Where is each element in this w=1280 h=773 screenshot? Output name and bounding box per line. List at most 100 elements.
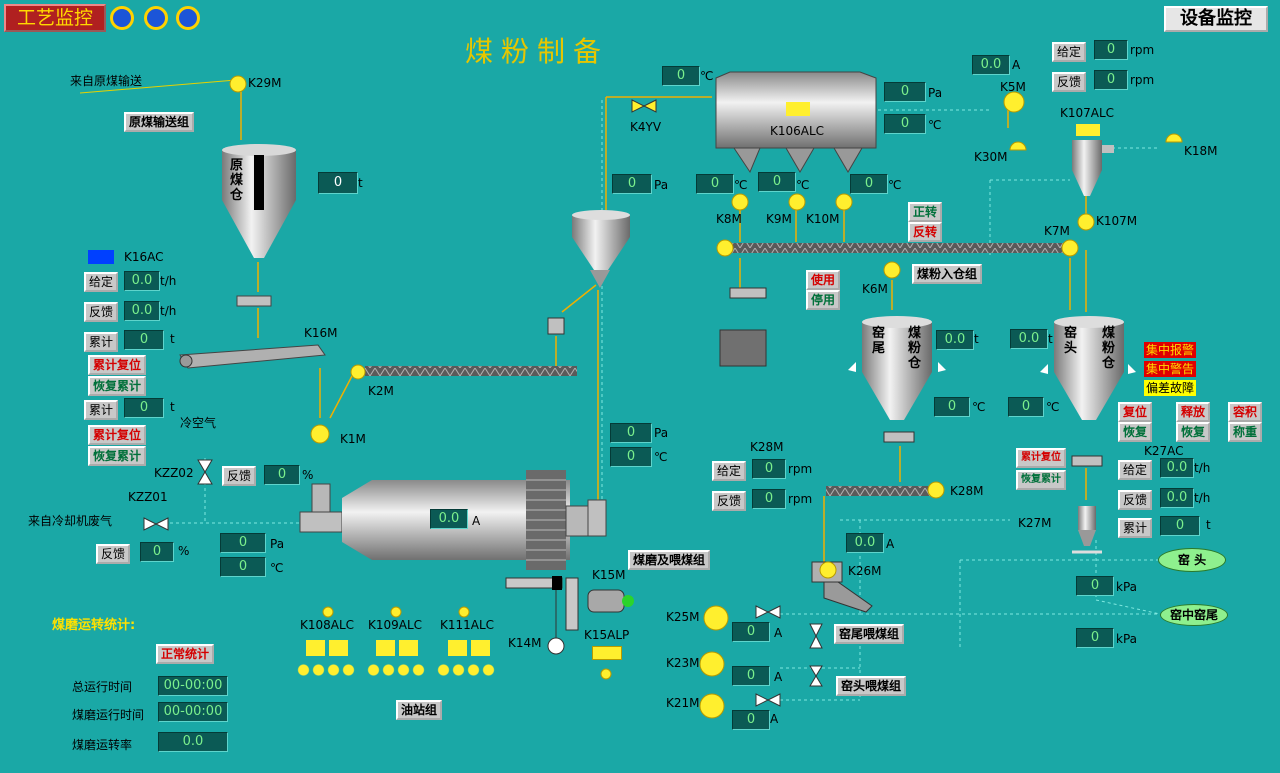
coal-to-bin-group-button[interactable]: 煤粉入仓组: [912, 264, 983, 284]
k18m-label: K18M: [1184, 144, 1218, 158]
hopper3-temp-unit: ℃: [888, 178, 902, 192]
mill-current-unit: A: [472, 514, 481, 528]
k16ac-label: K16AC: [124, 250, 164, 264]
deviation-fault-indicator: 偏差故障: [1144, 380, 1197, 396]
k15m-label: K15M: [592, 568, 626, 582]
k28-fb-value: 0: [752, 489, 786, 509]
forward-button[interactable]: 正转: [908, 202, 943, 222]
k23-current-value: 0: [732, 666, 770, 686]
volume-button[interactable]: 容积: [1228, 402, 1263, 422]
k5-current-value: 0.0: [972, 55, 1010, 75]
k1m-label: K1M: [340, 432, 366, 446]
k2m-label: K2M: [368, 384, 394, 398]
k27m-label: K27M: [1018, 516, 1052, 530]
k28m-label-top: K28M: [750, 440, 784, 454]
head-reset-button[interactable]: 复位: [1118, 402, 1153, 422]
k107-fb-value: 0: [1094, 70, 1128, 90]
k16-cum-label-1: 累计: [84, 332, 119, 352]
stop-use-button[interactable]: 停用: [806, 290, 841, 310]
tab-process-monitor[interactable]: 工艺监控: [4, 4, 106, 32]
raw-coal-group-button[interactable]: 原煤输送组: [124, 112, 195, 132]
tail-temp-unit: ℃: [972, 400, 986, 414]
cum-reset-button-2[interactable]: 累计复位: [88, 425, 147, 445]
k107-fb-unit: rpm: [1130, 73, 1155, 87]
k16-cum-label-2: 累计: [84, 400, 119, 420]
weigh-button[interactable]: 称重: [1228, 422, 1263, 442]
k5m-label: K5M: [1000, 80, 1026, 94]
k107alc-indicator: [1076, 124, 1100, 136]
mill-outlet-temp-unit: ℃: [654, 450, 668, 464]
mill-outlet-pa-value: 0: [610, 423, 652, 443]
restore-cum-button-1[interactable]: 恢复累计: [88, 376, 147, 396]
mill-inlet-temp-value: 0: [220, 557, 266, 577]
k107-set-label: 给定: [1052, 42, 1087, 62]
oil-lamps-1: [296, 664, 356, 676]
k4-temp-unit: ℃: [700, 69, 714, 83]
k16-set-unit: t/h: [160, 274, 177, 288]
oil-lamps-3: [436, 664, 496, 676]
hopper1-temp-value: 0: [696, 174, 734, 194]
k27-fb-value: 0.0: [1160, 488, 1194, 508]
k108alc-label: K108ALC: [300, 618, 355, 632]
from-cooler-label: 来自冷却机废气: [28, 514, 113, 528]
mill-stats-title: 煤磨运转统计:: [52, 618, 136, 633]
k27-cum-unit: t: [1206, 518, 1211, 532]
kiln-head-bin-label-2: 煤粉仓: [1102, 326, 1116, 371]
kiln-head-oval[interactable]: 窑 头: [1158, 548, 1226, 572]
tab-equipment-monitor[interactable]: 设备监控: [1164, 6, 1268, 32]
head-bin-level-unit: t: [1048, 332, 1053, 346]
kpa2-value: 0: [1076, 628, 1114, 648]
k27-fb-unit: t/h: [1194, 491, 1211, 505]
k25m-label: K25M: [666, 610, 700, 624]
kpa2-unit: kPa: [1116, 632, 1137, 646]
cold-air-label: 冷空气: [180, 416, 217, 430]
k28m-label: K28M: [950, 484, 984, 498]
mill-outlet-temp-value: 0: [610, 447, 652, 467]
k23-current-unit: A: [774, 670, 783, 684]
k14m-label: K14M: [508, 636, 542, 650]
k21-current-unit: A: [770, 712, 779, 726]
kzz02-feedback-unit: %: [302, 468, 314, 482]
k107-set-value[interactable]: 0: [1094, 40, 1128, 60]
k27-set-unit: t/h: [1194, 461, 1211, 475]
head-restore-button[interactable]: 恢复: [1118, 422, 1153, 442]
restore-cum-button-3[interactable]: 恢复累计: [1016, 470, 1066, 490]
k27-set-value[interactable]: 0.0: [1160, 458, 1194, 478]
k16-cum-value-2: 0: [124, 398, 164, 418]
k7m-label: K7M: [1044, 224, 1070, 238]
k16-cum-unit-2: t: [170, 400, 175, 414]
kzz01-feedback-label: 反馈: [96, 544, 131, 564]
normal-stats-button[interactable]: 正常统计: [156, 644, 215, 664]
k4-temp-value: 0: [662, 66, 700, 86]
head-feed-group-button[interactable]: 窑头喂煤组: [836, 676, 907, 696]
k27-cum-value: 0: [1160, 516, 1200, 536]
k16-set-value[interactable]: 0.0: [124, 271, 160, 291]
k109-oil-pumps: [376, 640, 418, 656]
k28-set-value[interactable]: 0: [752, 459, 786, 479]
hopper1-temp-unit: ℃: [734, 178, 748, 192]
tail-feed-group-button[interactable]: 窑尾喂煤组: [834, 624, 905, 644]
k28-set-unit: rpm: [788, 462, 813, 476]
restore-cum-button-2[interactable]: 恢复累计: [88, 446, 147, 466]
mill-run-value: 00-00:00: [158, 702, 228, 722]
mill-group-button[interactable]: 煤磨及喂煤组: [628, 550, 711, 570]
reverse-button[interactable]: 反转: [908, 222, 943, 242]
cum-reset-button-1[interactable]: 累计复位: [88, 355, 147, 375]
use-button[interactable]: 使用: [806, 270, 841, 290]
cum-reset-button-3[interactable]: 累计复位: [1016, 448, 1066, 468]
k16-fb-unit: t/h: [160, 304, 177, 318]
oil-group-button[interactable]: 油站组: [396, 700, 443, 720]
restore-release-button[interactable]: 恢复: [1176, 422, 1211, 442]
k15alp-indicator: [592, 646, 622, 660]
k27ac-label: K27AC: [1144, 444, 1184, 458]
k25-current-value: 0: [732, 622, 770, 642]
k111alc-label: K111ALC: [440, 618, 495, 632]
central-alarm-indicator: 集中报警: [1144, 342, 1197, 358]
precalciner-oval[interactable]: 窑中窑尾: [1160, 604, 1228, 626]
tail-bin-level-unit: t: [974, 332, 979, 346]
total-run-value: 00-00:00: [158, 676, 228, 696]
k23m-label: K23M: [666, 656, 700, 670]
total-run-label: 总运行时间: [72, 680, 133, 694]
k108-oil-pumps: [306, 640, 348, 656]
release-button[interactable]: 释放: [1176, 402, 1211, 422]
